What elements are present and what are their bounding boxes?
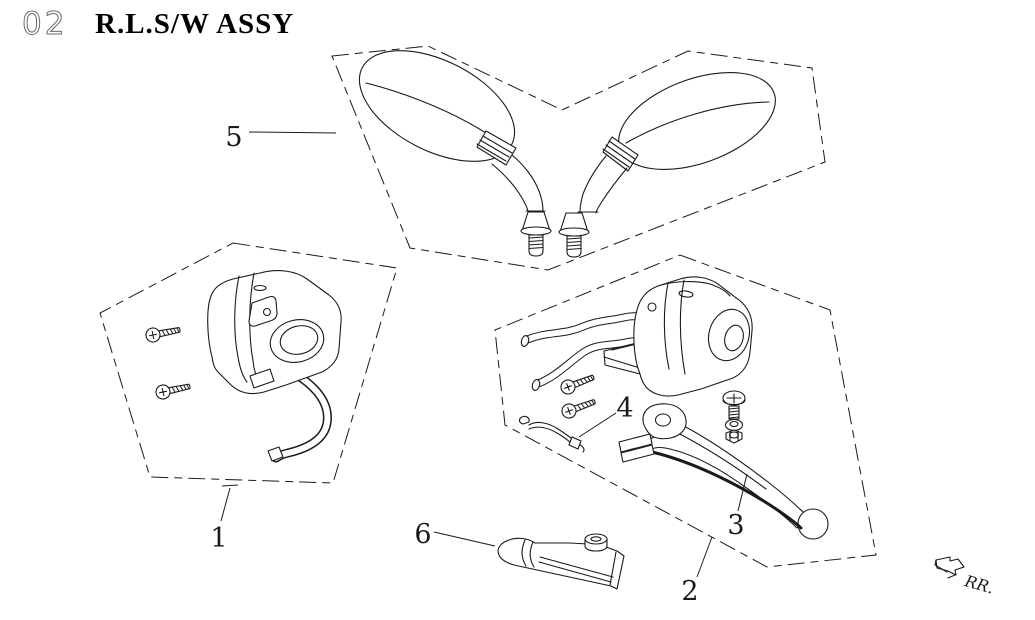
callout-2-label: 2: [681, 576, 698, 607]
right-switch-housing: [633, 276, 753, 397]
mirror-right-glass: [618, 72, 776, 170]
callout-4: 4: [578, 393, 634, 438]
right-switch-boundary: [494, 254, 877, 568]
brake-lever-ball-end: [797, 508, 829, 540]
rear-direction-label: RR.: [962, 571, 996, 598]
callout-3-label: 3: [727, 510, 744, 541]
left-switch-cable-end: [267, 446, 284, 462]
right-switch-assembly: [520, 276, 753, 421]
callout-5: 5: [225, 122, 337, 153]
mirror-right-stem: [579, 155, 607, 213]
callout-6-leader: [433, 531, 496, 547]
adjuster-cable: [518, 415, 585, 453]
brake-lever: [618, 403, 829, 540]
callout-1-label: 1: [210, 523, 227, 554]
callout-3-leader: [737, 473, 748, 512]
right-switch-bore: [707, 308, 751, 362]
callout-2-leader: [696, 536, 713, 578]
mirror-left-joint: [476, 130, 517, 166]
callout-6: 6: [414, 519, 496, 550]
page-header: 02 R.L.S/W ASSY: [22, 6, 294, 43]
mirror-left-stem: [511, 154, 544, 212]
rear-direction-arrow-icon: [935, 556, 965, 576]
callout-6-label: 6: [414, 519, 431, 550]
callout-5-leader: [248, 131, 337, 134]
left-switch-screw-1-icon: [144, 322, 182, 344]
callout-4-label: 4: [616, 393, 633, 424]
callout-2: 2: [681, 536, 713, 607]
left-switch-button: [248, 295, 278, 327]
mirror-right: [558, 72, 776, 258]
callout-5-label: 5: [225, 122, 242, 153]
mirror-right-joint: [602, 136, 639, 172]
left-switch-screw-2-icon: [154, 378, 193, 401]
right-switch-screw-1-icon: [558, 370, 597, 397]
callout-3: 3: [727, 473, 748, 541]
left-switch-assembly: [144, 270, 342, 463]
mirror-left-glass: [358, 50, 516, 162]
lever-holder: [497, 533, 625, 590]
callout-1-leader: [220, 484, 239, 522]
page-number: 02: [22, 6, 67, 42]
right-switch-screw-2-icon: [559, 394, 598, 421]
direction-indicator: RR.: [934, 556, 996, 598]
page-title: R.L.S/W ASSY: [95, 8, 294, 40]
left-switch-boundary: [99, 242, 398, 484]
callout-4-leader: [578, 412, 617, 438]
lever-pivot-hardware: [722, 390, 746, 444]
mirror-left: [358, 50, 552, 257]
callout-1: 1: [210, 484, 239, 554]
brake-lever-pivot-boss: [642, 403, 687, 440]
left-switch-bore: [269, 319, 325, 363]
mirror-set-boundary: [331, 45, 826, 271]
